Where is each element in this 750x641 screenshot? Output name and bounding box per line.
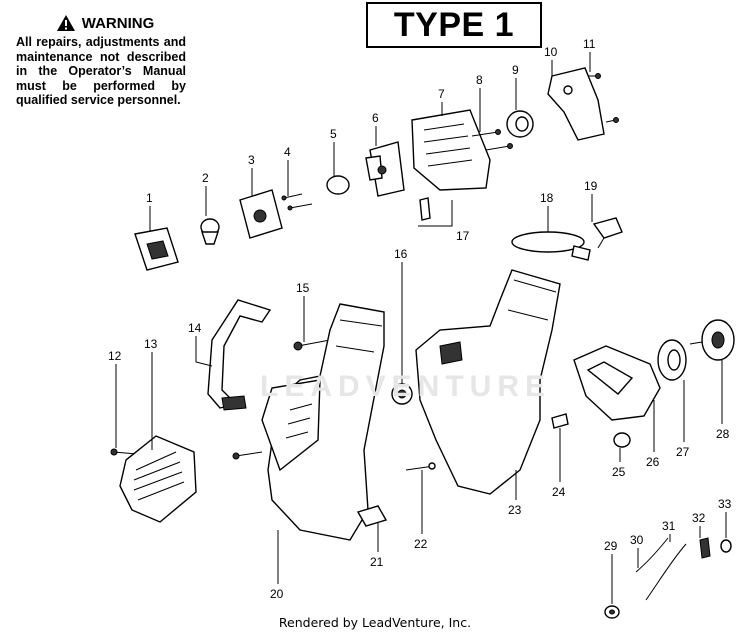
callout-19: 19 bbox=[584, 179, 598, 193]
part-23-housing-back bbox=[415, 269, 561, 495]
part-7-shroud bbox=[411, 109, 491, 191]
part-9-ring bbox=[506, 110, 534, 138]
part-16-fan bbox=[391, 383, 413, 405]
part-31-fuel-line bbox=[645, 543, 687, 601]
part-14-handle bbox=[207, 299, 272, 411]
part-6-carburetor bbox=[365, 141, 405, 197]
part-13-filter-cover bbox=[119, 435, 197, 523]
part-2-plug bbox=[200, 218, 220, 245]
callout-6: 6 bbox=[372, 111, 379, 125]
part-10-plate bbox=[547, 67, 605, 141]
callout-22: 22 bbox=[414, 537, 428, 551]
callout-29: 29 bbox=[604, 539, 618, 553]
callout-1: 1 bbox=[146, 191, 153, 205]
callout-25: 25 bbox=[612, 465, 626, 479]
part-24-clip bbox=[551, 413, 569, 429]
leader-lines bbox=[115, 52, 727, 604]
part-8-bolts bbox=[471, 129, 513, 151]
part-22-pin bbox=[405, 462, 436, 471]
part-21-clip bbox=[356, 505, 388, 527]
warning-heading: WARNING bbox=[81, 14, 155, 32]
callout-32: 32 bbox=[692, 511, 706, 525]
part-screw-housing bbox=[232, 451, 263, 460]
part-32-fitting bbox=[699, 537, 711, 559]
callout-28: 28 bbox=[716, 427, 730, 441]
callout-15: 15 bbox=[296, 281, 310, 295]
part-12-screw bbox=[110, 448, 137, 456]
callout-13: 13 bbox=[144, 337, 158, 351]
callout-26: 26 bbox=[646, 455, 660, 469]
part-3-adapter bbox=[239, 189, 283, 239]
callout-21: 21 bbox=[370, 555, 384, 569]
callout-23: 23 bbox=[508, 503, 522, 517]
callout-27: 27 bbox=[676, 445, 690, 459]
callout-17: 17 bbox=[456, 229, 470, 243]
part-18-strap bbox=[511, 231, 591, 261]
part-27-ring bbox=[657, 339, 687, 381]
callout-5: 5 bbox=[330, 127, 337, 141]
callout-33: 33 bbox=[718, 497, 732, 511]
watermark: LEADVENTURE bbox=[260, 370, 552, 403]
callout-8: 8 bbox=[476, 73, 483, 87]
part-5-ring bbox=[326, 175, 350, 195]
warning-heading-row: WARNING bbox=[24, 14, 186, 32]
part-17-clip bbox=[419, 197, 431, 221]
part-1-gasket bbox=[134, 227, 179, 271]
part-4-screws bbox=[281, 193, 313, 211]
warning-text: All repairs, adjustments and maintenance… bbox=[16, 35, 186, 107]
footer-credit: Rendered by LeadVenture, Inc. bbox=[278, 615, 472, 630]
callout-30: 30 bbox=[630, 533, 644, 547]
callout-numbers: 1 2 3 4 5 6 7 8 9 10 11 12 13 14 15 16 1… bbox=[108, 37, 732, 601]
part-28-screen bbox=[689, 319, 735, 361]
callout-14: 14 bbox=[188, 321, 202, 335]
type-label: TYPE 1 bbox=[366, 2, 542, 48]
part-29-washer bbox=[604, 605, 620, 619]
callout-11: 11 bbox=[583, 37, 596, 51]
part-33-cap bbox=[720, 539, 732, 553]
callout-4: 4 bbox=[284, 145, 291, 159]
part-26-filter-box bbox=[573, 345, 661, 421]
callout-3: 3 bbox=[248, 153, 255, 167]
callout-16: 16 bbox=[394, 247, 408, 261]
callout-18: 18 bbox=[540, 191, 554, 205]
warning-triangle-icon bbox=[56, 15, 75, 31]
part-25-plug bbox=[613, 432, 631, 448]
part-15-screw bbox=[293, 339, 331, 351]
part-19-knob bbox=[592, 217, 623, 249]
warning-block: WARNING All repairs, adjustments and mai… bbox=[16, 14, 186, 108]
callout-31: 31 bbox=[662, 519, 676, 533]
callout-12: 12 bbox=[108, 349, 122, 363]
callout-20: 20 bbox=[270, 587, 284, 601]
callout-9: 9 bbox=[512, 63, 519, 77]
part-20-housing bbox=[261, 303, 385, 541]
callout-24: 24 bbox=[552, 485, 566, 499]
part-11-screw bbox=[588, 73, 619, 123]
part-30-fuel-line bbox=[635, 537, 669, 573]
callout-10: 10 bbox=[544, 45, 558, 59]
callout-7: 7 bbox=[438, 87, 445, 101]
callout-2: 2 bbox=[202, 171, 209, 185]
